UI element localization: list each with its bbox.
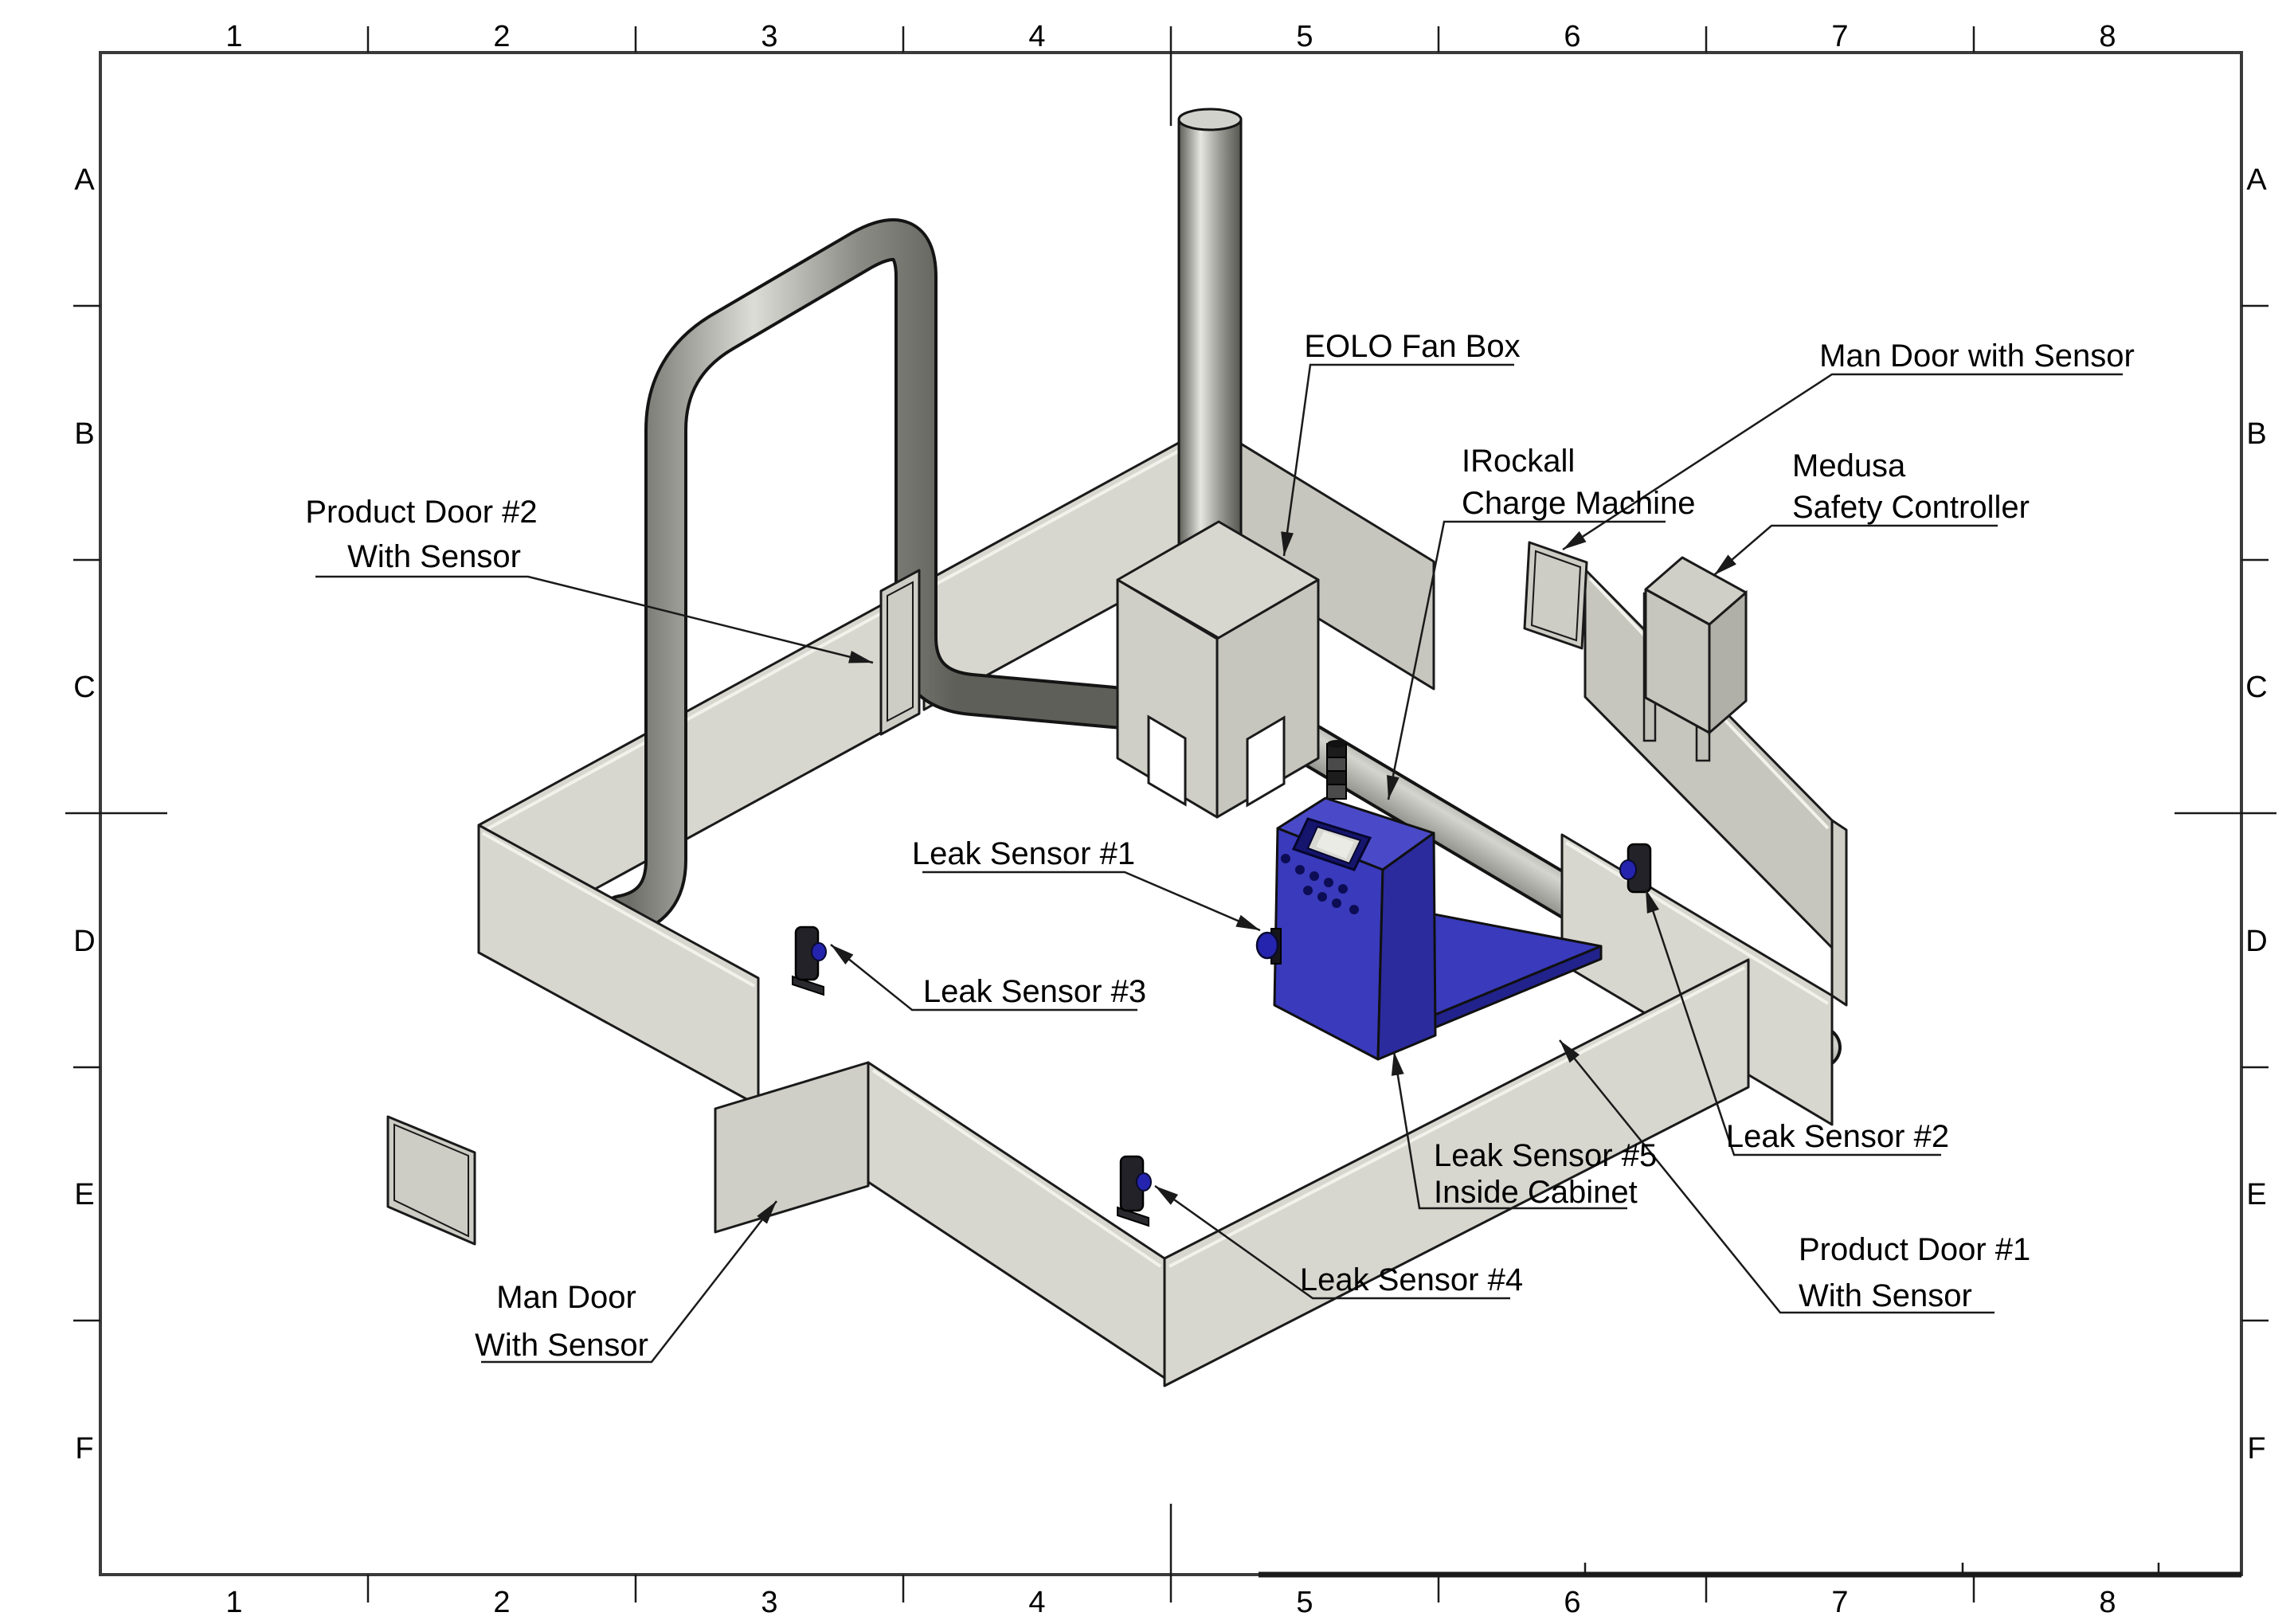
label-leak-sensor-2: Leak Sensor #2 [1726, 1119, 1949, 1154]
label-leak-sensor-5-line1: Leak Sensor #5 [1434, 1138, 1657, 1173]
enclosure-front-walls [477, 824, 1750, 1387]
medusa-safety-controller [1642, 556, 1748, 762]
machine-buttons [1281, 854, 1359, 914]
leak-sensor-3-device [792, 925, 827, 996]
machine-front-face [1273, 827, 1384, 1061]
label-leak-sensor-1: Leak Sensor #1 [912, 836, 1135, 871]
leader-leak-sensor-2 [1644, 888, 1941, 1156]
grid-column-label: 3 [761, 20, 777, 53]
grid-row-label: A [2246, 163, 2267, 197]
grid-row-label: E [2246, 1178, 2266, 1211]
sheet-border: 1 2 3 4 5 6 7 8 1 2 3 4 5 6 7 8 A B C D … [65, 20, 2276, 1619]
signal-tower [1326, 740, 1347, 800]
label-product-door-2-line1: Product Door #2 [305, 495, 537, 530]
wall-front-left-2 [867, 1061, 1166, 1379]
grid-row-label: B [2246, 417, 2266, 451]
grid-row-labels: A B C D E F A B C D E F [73, 163, 2267, 1466]
leader-leak-sensor-1 [922, 871, 1261, 932]
man-door-bottom-panel [386, 1115, 476, 1246]
leader-product-door-2 [315, 575, 874, 664]
leader-leak-sensor-3 [830, 944, 1137, 1012]
grid-row-label: D [2245, 925, 2267, 958]
label-product-door-1-line2: With Sensor [1799, 1278, 1972, 1313]
label-product-door-1-line1: Product Door #1 [1799, 1232, 2030, 1267]
grid-ticks-left [65, 304, 167, 1322]
man-door-top-panel [1523, 541, 1588, 650]
grid-row-label: E [74, 1178, 94, 1211]
leader-product-door-1 [1559, 1039, 1995, 1314]
machine-screen [1291, 817, 1372, 871]
grid-column-label: 8 [2099, 1586, 2116, 1619]
grid-column-label: 2 [493, 20, 510, 53]
grid-column-label: 4 [1028, 20, 1045, 53]
grid-column-label: 1 [225, 1586, 242, 1619]
leader-irockall [1387, 520, 1666, 800]
leader-man-door-bottom [481, 1200, 777, 1364]
grid-column-label: 2 [493, 1586, 510, 1619]
grid-row-label: F [75, 1432, 93, 1466]
grid-ticks-right [2175, 304, 2276, 1322]
product-door-2-panel [879, 569, 921, 736]
eolo-fan-box [1116, 108, 1320, 819]
grid-column-label: 7 [1831, 1586, 1848, 1619]
grid-row-label: B [74, 417, 94, 451]
grid-column-label: 3 [761, 1586, 777, 1619]
label-medusa-line2: Safety Controller [1792, 490, 2030, 525]
label-man-door-bottom-line2: With Sensor [475, 1328, 648, 1363]
leader-leak-sensor-5 [1391, 1051, 1627, 1210]
grid-row-label: A [74, 163, 95, 197]
grid-ticks-top [366, 26, 1975, 126]
wall-front-right-inner [1560, 833, 1834, 1126]
grid-column-label: 1 [225, 20, 242, 53]
label-man-door-top: Man Door with Sensor [1819, 338, 2135, 374]
grid-column-label: 5 [1296, 1586, 1313, 1619]
grid-column-label: 6 [1564, 20, 1580, 53]
leader-leak-sensor-4 [1154, 1184, 1510, 1300]
leader-eolo [1281, 363, 1514, 557]
grid-ticks-bottom [366, 1504, 2241, 1602]
exhaust-stack [1177, 118, 1243, 561]
label-leak-sensor-3: Leak Sensor #3 [923, 974, 1146, 1009]
grid-column-label: 5 [1296, 20, 1313, 53]
grid-row-label: D [73, 925, 95, 958]
grid-row-label: F [2247, 1432, 2265, 1466]
label-leak-sensor-4: Leak Sensor #4 [1300, 1262, 1523, 1297]
grid-row-label: C [73, 671, 95, 704]
wall-front-right [1163, 958, 1750, 1387]
label-man-door-bottom-line1: Man Door [496, 1280, 636, 1315]
leak-sensor-2-device [1619, 843, 1652, 894]
grid-column-label: 7 [1831, 20, 1848, 53]
label-eolo-fan-box: EOLO Fan Box [1304, 329, 1520, 364]
label-irockall-line1: IRockall [1462, 444, 1575, 479]
machine-right-face [1376, 832, 1437, 1061]
overhead-duct [600, 217, 1153, 937]
label-leak-sensor-5-line2: Inside Cabinet [1434, 1175, 1638, 1210]
grid-column-label: 4 [1028, 1586, 1045, 1619]
callout-labels: EOLO Fan Box Man Door with Sensor IRocka… [305, 329, 2135, 1363]
grid-column-labels: 1 2 3 4 5 6 7 8 1 2 3 4 5 6 7 8 [225, 20, 2116, 1619]
label-product-door-2-line2: With Sensor [347, 539, 521, 574]
enclosure-back-walls [477, 424, 1834, 954]
leak-sensor-1-device [1255, 928, 1282, 965]
grid-column-label: 8 [2099, 20, 2116, 53]
grid-row-label: C [2245, 671, 2267, 704]
leader-man-door-top [1562, 373, 2123, 551]
callout-leaders [315, 363, 2123, 1364]
leader-medusa [1713, 524, 1998, 576]
fan-box-right-face [1216, 578, 1320, 819]
wall-front-left-bump [714, 1061, 870, 1234]
irockall-charge-machine [1255, 740, 1603, 1061]
leak-sensor-4-device [1117, 1155, 1152, 1227]
corridor-end-face [1830, 819, 1848, 1007]
label-irockall-line2: Charge Machine [1462, 486, 1696, 521]
grid-column-label: 6 [1564, 1586, 1580, 1619]
label-medusa-line1: Medusa [1792, 448, 1906, 483]
